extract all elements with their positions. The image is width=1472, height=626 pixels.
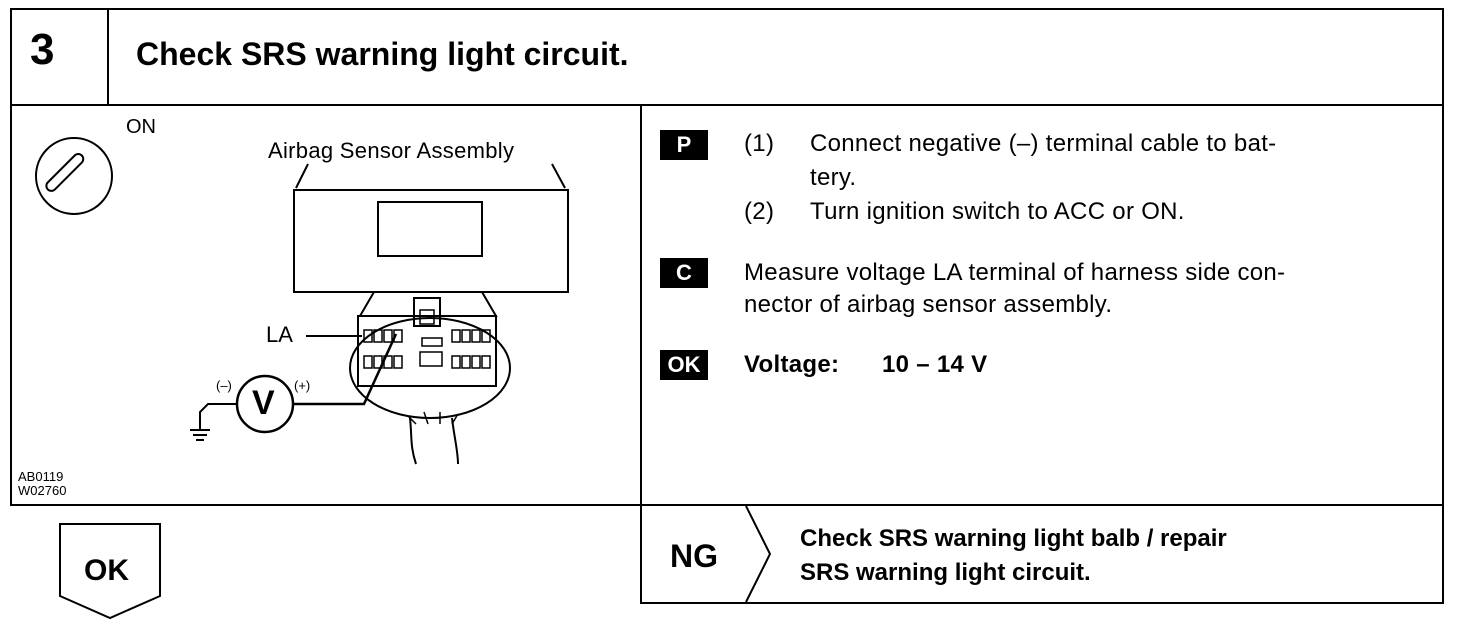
- ignition-switch-icon: [35, 137, 113, 215]
- ground-icon: [190, 429, 210, 441]
- prepare-item-1-num: (1): [744, 130, 775, 157]
- sensor-window: [377, 201, 483, 257]
- prepare-item-2-line1: Turn ignition switch to ACC or ON.: [810, 198, 1185, 225]
- assembly-label: Airbag Sensor Assembly: [268, 138, 515, 163]
- check-line1: Measure voltage LA terminal of harness s…: [744, 259, 1286, 286]
- voltmeter-label: V: [252, 384, 275, 422]
- ok-voltage-label: Voltage:: [744, 351, 840, 378]
- ok-badge: OK: [660, 350, 708, 380]
- ok-result-arrow: [59, 523, 161, 620]
- positive-probe-label: (+): [294, 378, 311, 393]
- step-number: 3: [30, 25, 55, 74]
- ng-result-line2: SRS warning light circuit.: [800, 559, 1091, 586]
- prepare-item-2-num: (2): [744, 198, 775, 225]
- step-number-divider: [107, 8, 109, 106]
- step-title: Check SRS warning light circuit.: [136, 36, 629, 72]
- ok-voltage-value: 10 – 14 V: [882, 351, 988, 378]
- prepare-badge: P: [660, 130, 708, 160]
- airbag-sensor-diagram: [35, 137, 569, 465]
- prepare-item-1-line2: tery.: [810, 164, 857, 191]
- ng-result-line1: Check SRS warning light balb / repair: [800, 525, 1227, 552]
- terminal-la-label: LA: [266, 322, 293, 347]
- ok-result-label: OK: [84, 554, 129, 587]
- figure-code-1: AB0119: [18, 469, 64, 484]
- ng-result-label: NG: [670, 538, 718, 574]
- prepare-item-1-line1: Connect negative (–) terminal cable to b…: [810, 130, 1277, 157]
- ng-divider-chevron: [745, 506, 772, 602]
- switch-on-label: ON: [126, 116, 156, 138]
- ng-result-box: [640, 504, 1444, 604]
- connector-icon: [349, 291, 511, 465]
- negative-probe-label: (–): [216, 378, 232, 393]
- figure-code-2: W02760: [18, 483, 67, 498]
- sensor-box: [293, 189, 569, 293]
- check-line2: nector of airbag sensor assembly.: [744, 291, 1113, 318]
- check-badge: C: [660, 258, 708, 288]
